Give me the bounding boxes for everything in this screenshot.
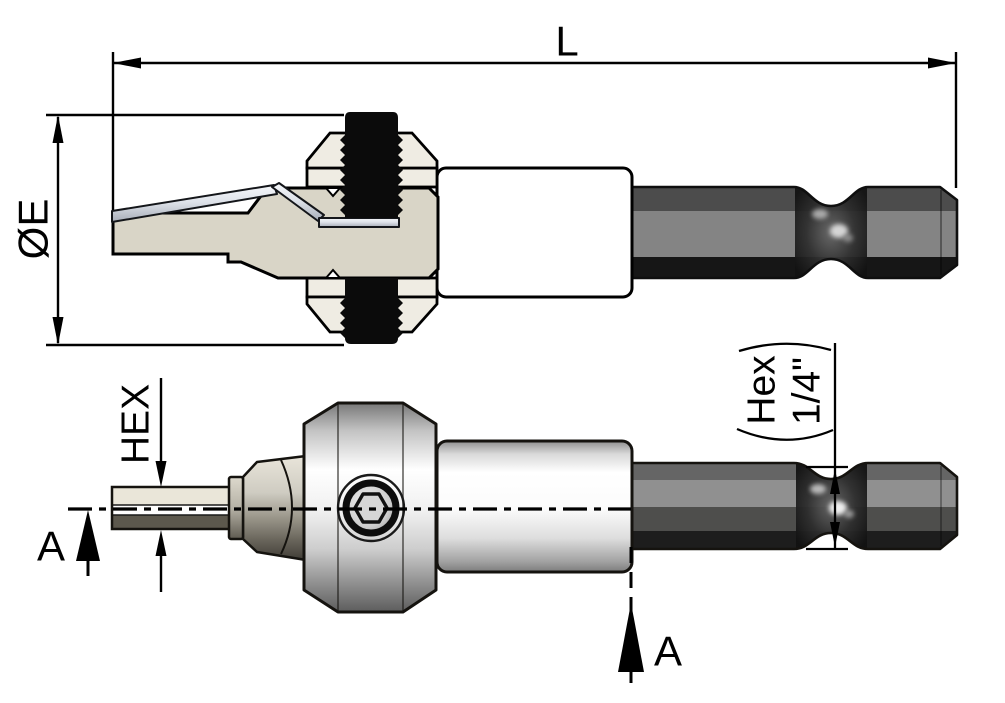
label-shank-hex-line2: 1/4": [786, 357, 829, 425]
paren-open-arc: [736, 427, 834, 441]
groove-highlight: [812, 209, 828, 219]
shank-facet-top: [632, 463, 957, 480]
set-screw-bottom-thread-left: [340, 298, 345, 338]
set-screw-bottom: [345, 278, 398, 344]
set-screw-top-thread-left: [340, 135, 345, 215]
stop-sleeve-outline: [435, 166, 634, 299]
dimension-overall-length: [111, 52, 958, 215]
arrowhead-down: [155, 461, 167, 487]
shank-band-black: [632, 257, 957, 278]
drill-rod-bar: [318, 217, 400, 228]
drill-rod-diagonal: [111, 184, 278, 223]
label-length: L: [555, 18, 578, 65]
set-screws-section: [340, 112, 403, 344]
shank-band-mid: [632, 211, 957, 257]
label-hex: HEX: [115, 384, 158, 464]
arrowhead-up: [830, 469, 840, 494]
set-screw-top-thread-right: [398, 135, 403, 215]
arrowhead-down: [830, 522, 840, 547]
top-section-view: L ØE: [10, 18, 959, 347]
label-section-A-left: A: [37, 523, 65, 570]
label-shank-hex-line1: Hex: [741, 355, 784, 425]
hex-shank-bottom-view: [632, 461, 959, 551]
groove-highlight: [844, 510, 854, 518]
arrowhead-down: [52, 317, 64, 345]
body-notch-top: [323, 187, 343, 198]
arrowhead-up: [155, 530, 167, 556]
body-notch-bottom: [323, 268, 343, 279]
groove-highlight: [810, 484, 826, 494]
bit-top-facet: [112, 487, 232, 505]
section-arrow-left: [76, 510, 100, 576]
dimension-outer-diameter: [46, 113, 344, 347]
section-arrowhead: [76, 510, 100, 561]
section-arrowhead: [618, 603, 644, 672]
shank-facet-lower: [632, 507, 957, 531]
bit-bottom-facet: [112, 515, 232, 529]
cylinder-body: [435, 439, 634, 574]
label-diameter: ØE: [10, 199, 57, 260]
shank-outline: [632, 185, 959, 280]
groove-highlight: [829, 501, 847, 515]
label-section-A-right: A: [654, 628, 682, 675]
arrowhead-up: [52, 115, 64, 143]
shank-facet-upper: [632, 480, 957, 507]
collet-cone-face-curve: [280, 459, 293, 555]
groove-highlight: [830, 224, 848, 238]
shank-band-dark: [632, 187, 957, 211]
bottom-external-view: HEX A A Hex 1/4": [37, 342, 959, 683]
set-screw-top: [345, 112, 398, 218]
groove-highlight: [843, 234, 853, 242]
arrowhead-left: [113, 57, 141, 69]
hex-shank-top-view: [632, 185, 959, 280]
set-screw-bottom-thread-right: [398, 298, 403, 338]
drill-rod-bend: [271, 182, 325, 222]
shank-facet-bottom: [632, 531, 957, 549]
shank-outline: [632, 461, 959, 551]
arrowhead-right: [928, 57, 956, 69]
dimension-drill-hex: [155, 378, 167, 592]
paren-close-arc: [738, 342, 832, 353]
dimension-shank-hex: [736, 342, 848, 551]
section-arrow-right: [618, 547, 644, 683]
